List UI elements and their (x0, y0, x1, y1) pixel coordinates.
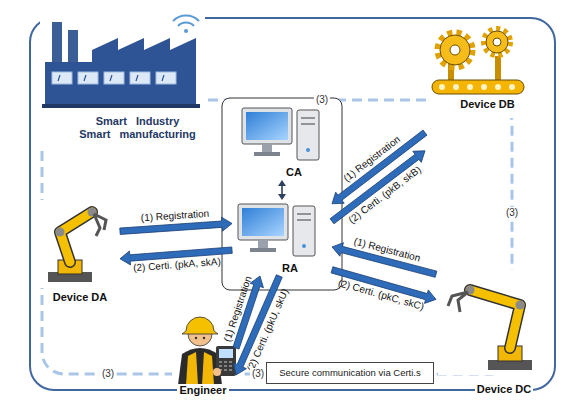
note-box: Secure communication via Certi.s (266, 362, 434, 384)
gear-conveyor-illustration (432, 29, 524, 94)
icon-backdrops (428, 26, 528, 118)
ra-computer (238, 204, 288, 240)
robot-arm-dc (448, 286, 532, 371)
factory-illustration (173, 15, 199, 26)
ca-computer (297, 110, 319, 160)
factory-illustration (58, 75, 164, 81)
factory-illustration (45, 38, 196, 104)
factory-illustration (42, 15, 200, 108)
engineer-figure (219, 362, 233, 370)
engineer-figure (182, 317, 218, 334)
factory-illustration (130, 72, 150, 84)
gear-conveyor-illustration (495, 56, 501, 80)
gear-conveyor-illustration (467, 84, 473, 90)
ra-computer (302, 244, 306, 248)
gear-conveyor-illustration (493, 38, 501, 46)
icon-backdrops (40, 10, 205, 145)
callout-number: (3) (504, 207, 520, 219)
robot-arm-da (60, 212, 92, 262)
device-node: Device DA (40, 200, 120, 306)
factory-illustration (52, 72, 72, 84)
robot-arm-dc (448, 292, 468, 312)
factory-node: Smart Industry Smart manufacturing (40, 8, 205, 145)
factory-illustration (68, 30, 78, 64)
engineer-figure (219, 349, 233, 358)
device-label: Device DA (51, 291, 109, 304)
gear-conveyor-illustration (450, 45, 460, 55)
factory-illustration (78, 72, 98, 84)
engineer-figure (202, 352, 214, 385)
ca-computer (254, 152, 280, 156)
arrow-connector (278, 180, 286, 200)
factory-illustration (104, 72, 124, 84)
engineer-figure (195, 337, 197, 339)
server-label: RA (282, 262, 298, 275)
ra-computer (297, 214, 311, 220)
engineer-figure (213, 368, 221, 376)
factory-label: Smart Industry Smart manufacturing (78, 115, 198, 141)
robot-arm-dc (470, 290, 520, 348)
device-label: Device DC (475, 383, 533, 396)
gear-conveyor-illustration (439, 84, 445, 90)
ra-computer (238, 204, 315, 256)
ca-computer (246, 112, 288, 140)
note-text: Secure communication via Certi.s (279, 367, 421, 379)
user-label: Engineer (177, 384, 228, 397)
ra-computer (258, 240, 268, 248)
icon-backdrops (438, 270, 538, 375)
factory-illustration (156, 72, 176, 84)
ca-ra-enclosure (222, 98, 342, 290)
gear-conveyor-illustration (484, 29, 510, 55)
device-node: Device DB (425, 26, 530, 166)
gear-conveyor-illustration (486, 31, 508, 53)
engineer-figure (186, 352, 198, 385)
ca-computer (242, 108, 292, 144)
ra-computer (250, 248, 276, 252)
user-node: Engineer (170, 298, 236, 398)
callout-number: (3) (314, 94, 330, 106)
gear-conveyor-illustration (432, 80, 524, 94)
robot-arm-dc (470, 290, 520, 348)
engineer-figure (178, 348, 222, 385)
server-label: CA (286, 166, 302, 179)
robot-arm-da (56, 228, 65, 237)
factory-illustration (184, 29, 188, 33)
server-node: RA (232, 200, 332, 276)
gear-conveyor-illustration (495, 84, 501, 90)
engineer-figure (203, 337, 205, 339)
ca-computer (242, 108, 319, 160)
gear-conveyor-illustration (438, 33, 472, 67)
ra-computer (293, 206, 315, 256)
ra-computer (242, 208, 284, 236)
device-label: Device DB (458, 98, 516, 111)
factory-illustration (42, 104, 200, 108)
robot-arm-dc (516, 301, 525, 310)
callout-number: (3) (250, 368, 266, 380)
gear-conveyor-illustration (440, 35, 470, 65)
outer-frame (30, 18, 555, 390)
outer-frame (30, 18, 555, 390)
gear-conveyor-illustration (509, 84, 515, 90)
icon-backdrops (40, 200, 120, 288)
server-node: CA (232, 102, 332, 180)
gear-conveyor-illustration (481, 84, 487, 90)
ca-computer (301, 118, 315, 124)
gear-conveyor-illustration (453, 84, 459, 90)
ca-computer (262, 144, 272, 152)
robot-arm-da (94, 214, 106, 236)
ca-ra-enclosure (222, 98, 342, 290)
robot-arm-da (60, 212, 92, 262)
device-node: Device DC (436, 258, 542, 398)
factory-illustration (52, 22, 62, 64)
ca-computer (306, 148, 310, 152)
callout-number: (3) (100, 368, 116, 380)
robot-arm-da (48, 208, 106, 283)
icon-backdrops (40, 10, 538, 388)
